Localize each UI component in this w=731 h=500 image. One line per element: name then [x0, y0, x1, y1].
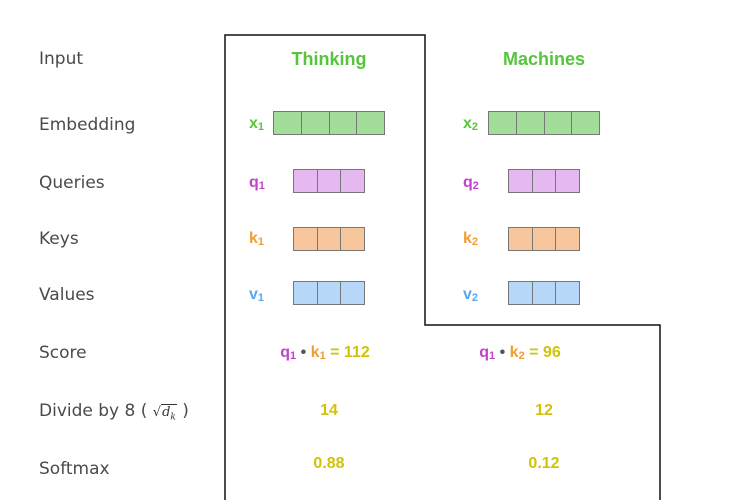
divided-score-1: 14 — [320, 402, 338, 419]
row-label-divide: Divide by 8 ( √dk ) — [39, 401, 189, 428]
query-label-1: q1 — [249, 174, 265, 192]
divided-score-2: 12 — [535, 402, 553, 419]
row-label-values: Values — [39, 285, 95, 305]
key-vector-2 — [508, 227, 580, 251]
embedding-vector-1 — [273, 111, 385, 135]
row-label-softmax: Softmax — [39, 459, 110, 479]
value-label-1: v1 — [249, 286, 265, 304]
row-label-embedding: Embedding — [39, 115, 136, 135]
sqrt-var: d — [162, 405, 171, 420]
query-label-2: q2 — [463, 174, 479, 192]
key-label-1: k1 — [249, 230, 265, 248]
token-word-2: Machines — [502, 49, 586, 69]
value-vector-1 — [293, 281, 365, 305]
embedding-label-1: x1 — [249, 115, 265, 133]
value-vector-2 — [508, 281, 580, 305]
query-vector-1 — [293, 169, 365, 193]
sqrt-dk: √dk — [152, 404, 177, 423]
embedding-vector-2 — [488, 111, 600, 135]
key-label-2: k2 — [463, 230, 479, 248]
row-label-queries: Queries — [39, 173, 105, 193]
embedding-label-2: x2 — [463, 115, 479, 133]
row-label-score: Score — [39, 343, 87, 363]
softmax-score-2: 0.12 — [528, 455, 560, 472]
score-expression-2: q1 • k2 = 96 — [479, 344, 561, 362]
value-label-2: v2 — [463, 286, 479, 304]
row-label-keys: Keys — [39, 229, 79, 249]
key-vector-1 — [293, 227, 365, 251]
token-word-1: Thinking — [291, 49, 367, 69]
row-label-input: Input — [39, 49, 84, 69]
softmax-score-1: 0.88 — [313, 455, 345, 472]
query-vector-2 — [508, 169, 580, 193]
sqrt-symbol: √ — [152, 405, 162, 420]
divide-suffix: ) — [182, 401, 189, 421]
sqrt-sub: k — [170, 412, 176, 423]
divide-prefix: Divide by 8 ( — [39, 401, 148, 421]
score-expression-1: q1 • k1 = 112 — [280, 344, 370, 362]
